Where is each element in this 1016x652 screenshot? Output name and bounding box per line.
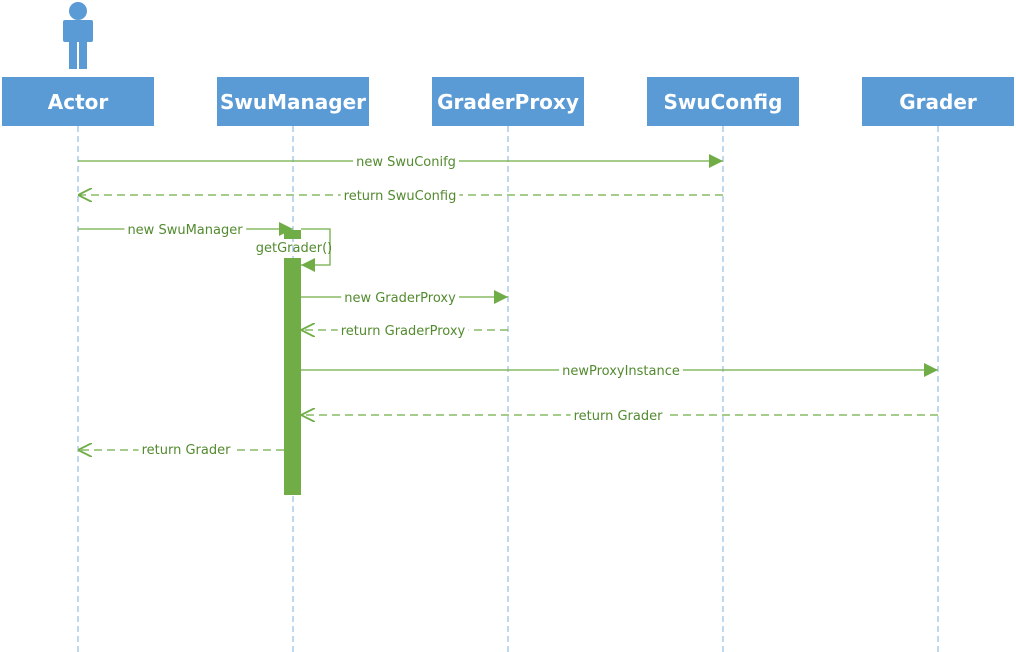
participant-label-graderproxy: GraderProxy bbox=[437, 90, 579, 114]
participant-label-actor: Actor bbox=[48, 90, 109, 114]
message-6: newProxyInstance bbox=[301, 363, 938, 379]
message-label: new SwuManager bbox=[127, 223, 243, 238]
message-label: new GraderProxy bbox=[344, 291, 456, 306]
message-label: new SwuConifg bbox=[356, 155, 456, 170]
participant-box-graderproxy bbox=[432, 77, 584, 126]
message-label-bg bbox=[340, 189, 460, 204]
message-label: return Grader bbox=[574, 409, 664, 424]
message-label-bg bbox=[559, 364, 683, 379]
participant-label-grader: Grader bbox=[899, 90, 977, 114]
participant-box-swuconfig bbox=[647, 77, 799, 126]
participant-box-grader bbox=[862, 77, 1014, 126]
message-2: new SwuManager bbox=[78, 222, 293, 238]
message-label: return GraderProxy bbox=[341, 324, 466, 339]
message-5: return GraderProxy bbox=[301, 324, 508, 339]
participant-box-swumanager bbox=[217, 77, 369, 126]
message-4: new GraderProxy bbox=[301, 290, 508, 306]
activation-bar-swumanager-short bbox=[284, 230, 301, 239]
message-label: return Grader bbox=[142, 443, 232, 458]
message-8: return Grader bbox=[78, 443, 284, 458]
message-label: getGrader() bbox=[256, 241, 332, 256]
message-3: getGrader() bbox=[256, 228, 332, 272]
participant-label-swumanager: SwuManager bbox=[220, 90, 366, 114]
message-label-bg bbox=[138, 443, 235, 458]
message-label: return SwuConfig bbox=[344, 189, 457, 204]
message-0: new SwuConifg bbox=[78, 154, 723, 170]
message-label: newProxyInstance bbox=[562, 364, 680, 379]
participant-swuconfig: SwuConfig bbox=[647, 77, 799, 126]
participant-box-actor bbox=[2, 77, 154, 126]
participant-label-swuconfig: SwuConfig bbox=[664, 90, 783, 114]
message-arrow-self bbox=[301, 228, 331, 272]
participant-actor: Actor bbox=[2, 77, 154, 126]
participant-graderproxy: GraderProxy bbox=[432, 77, 584, 126]
message-label-bg bbox=[341, 291, 460, 306]
activation-bar-swumanager bbox=[284, 258, 301, 495]
message-label-bg bbox=[570, 409, 667, 424]
person-icon bbox=[63, 2, 93, 69]
participant-grader: Grader bbox=[862, 77, 1014, 126]
message-1: return SwuConfig bbox=[78, 189, 723, 204]
message-label-bg bbox=[337, 324, 469, 339]
participant-swumanager: SwuManager bbox=[217, 77, 369, 126]
message-label-bg bbox=[353, 155, 459, 170]
message-label-bg bbox=[124, 223, 247, 238]
message-7: return Grader bbox=[301, 409, 938, 424]
